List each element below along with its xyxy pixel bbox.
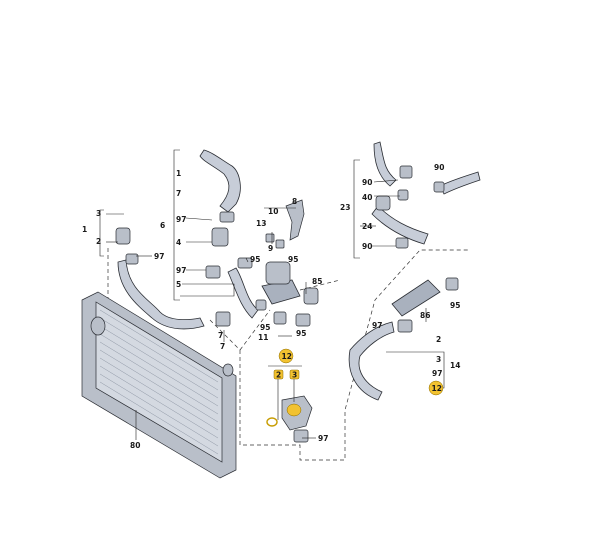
callout-97: 97 — [318, 434, 328, 443]
callout-90: 90 — [434, 163, 444, 172]
callout-6: 6 — [160, 221, 165, 230]
callout-97: 97 — [154, 252, 164, 261]
callout-2: 2 — [436, 335, 441, 344]
callout-90: 90 — [362, 242, 372, 251]
callout-5: 5 — [176, 280, 181, 289]
callout-14: 14 — [450, 361, 460, 370]
callout-4: 4 — [176, 238, 181, 247]
callout-2: 2 — [276, 371, 281, 380]
callout-11: 11 — [258, 333, 268, 342]
callout-80: 80 — [130, 441, 140, 450]
callout-95: 95 — [296, 329, 306, 338]
callout-95: 95 — [450, 301, 460, 310]
callout-13: 13 — [256, 219, 266, 228]
callout-97: 97 — [432, 369, 442, 378]
callout-7: 7 — [220, 342, 225, 351]
callout-3: 3 — [292, 371, 297, 380]
highlight-badge-2: 2 — [273, 369, 284, 380]
callout-97: 97 — [176, 215, 186, 224]
callout-1: 1 — [82, 225, 87, 234]
callout-3: 3 — [436, 355, 441, 364]
callout-86: 86 — [420, 311, 430, 320]
callout-23: 23 — [340, 203, 350, 212]
highlight-badge-12: 12 — [428, 380, 444, 396]
callout-10: 10 — [268, 207, 278, 216]
callout-1: 1 — [176, 169, 181, 178]
leader-lines — [99, 149, 445, 440]
highlight-badge-3: 3 — [289, 369, 300, 380]
callout-12: 12 — [432, 384, 442, 393]
radiator-80 — [81, 291, 237, 479]
callout-95: 95 — [250, 255, 260, 264]
callout-2: 2 — [96, 237, 101, 246]
callout-95: 95 — [260, 323, 270, 332]
callout-9: 9 — [268, 244, 273, 253]
assembly-guide-lines — [107, 248, 470, 461]
fittings — [115, 165, 459, 443]
highlight-badge-12: 12 — [278, 348, 294, 364]
callout-40: 40 — [362, 193, 372, 202]
callout-12: 12 — [282, 352, 292, 361]
callout-97: 97 — [176, 266, 186, 275]
callout-7: 7 — [176, 189, 181, 198]
callout-24: 24 — [362, 222, 372, 231]
hoses — [117, 141, 481, 401]
callout-97: 97 — [372, 321, 382, 330]
callout-labels: 3 2 1 97 1 7 6 97 4 97 5 7 10 13 8 9 95 … — [82, 163, 460, 450]
callout-8: 8 — [292, 197, 297, 206]
callout-85: 85 — [312, 277, 322, 286]
callout-90: 90 — [362, 178, 372, 187]
callout-7: 7 — [218, 331, 223, 340]
callout-3: 3 — [96, 209, 101, 218]
callout-95: 95 — [288, 255, 298, 264]
